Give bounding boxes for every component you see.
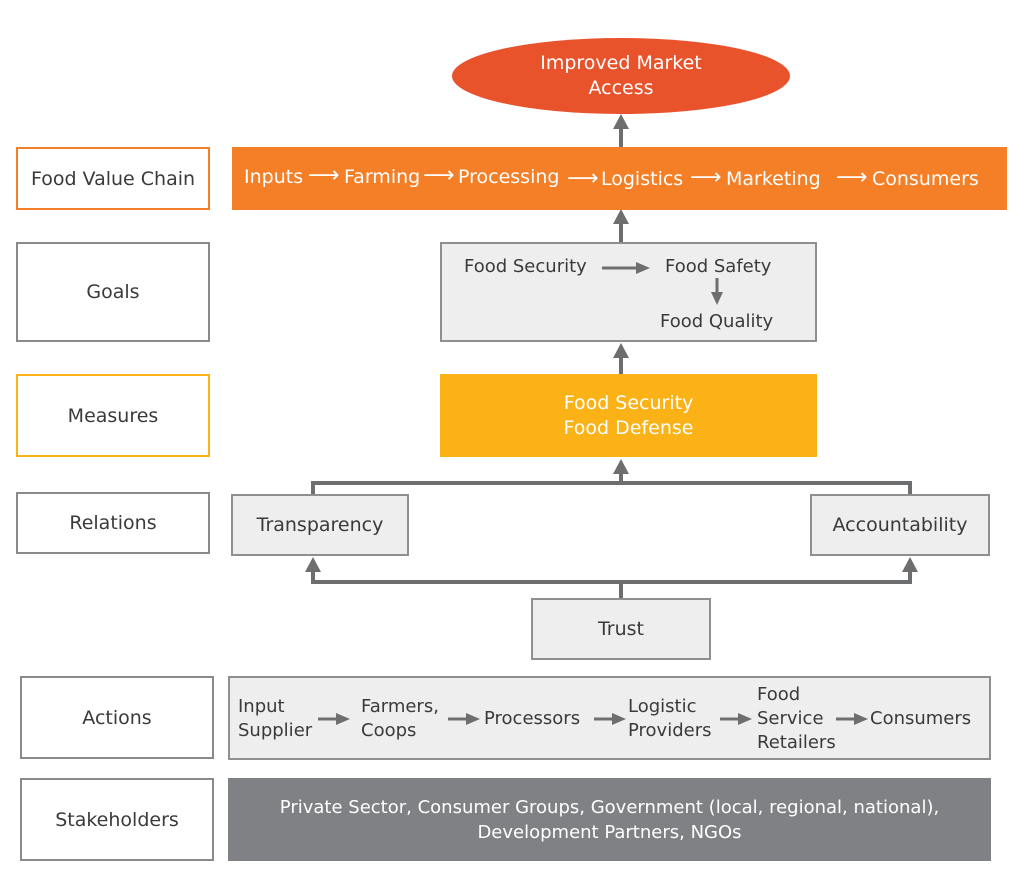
goals-box: Food Security Food Safety Food Quality [440, 242, 817, 342]
improved-market-access-label: Improved Market Access [540, 52, 702, 99]
arrow-right-icon [594, 713, 626, 725]
action-input-supplier: Input Supplier [238, 696, 313, 741]
chain-step-farming: Farming [344, 166, 421, 188]
measure-food-security: Food Security [563, 391, 694, 414]
chain-step-logistics: Logistics [601, 168, 684, 190]
chain-arrow-icon: ⟶ [567, 166, 599, 191]
transparency-box: Transparency [231, 494, 409, 556]
chain-step-processing: Processing [458, 166, 560, 188]
chain-arrow-icon: ⟶ [308, 163, 340, 188]
arrow-right-icon [318, 713, 350, 725]
arrow-right-icon [836, 713, 868, 725]
goal-food-safety: Food Safety [665, 256, 772, 277]
stakeholders-bar: Private Sector, Consumer Groups, Governm… [228, 778, 991, 861]
improved-market-access-node: Improved Market Access [452, 38, 790, 114]
chain-arrow-icon: ⟶ [690, 165, 722, 190]
relations-label: Relations [16, 492, 210, 554]
measures-box: Food Security Food Defense [440, 374, 817, 457]
chain-arrow-icon: ⟶ [423, 163, 455, 188]
accountability-label: Accountability [832, 514, 968, 536]
chain-step-inputs: Inputs [244, 166, 304, 188]
goals-label: Goals [16, 242, 210, 342]
goal-food-quality: Food Quality [660, 311, 774, 332]
measures-label: Measures [16, 374, 210, 457]
stakeholders-text: Private Sector, Consumer Groups, Governm… [279, 796, 940, 843]
food-value-chain-label: Food Value Chain [16, 147, 210, 210]
arrow-right-icon [448, 713, 480, 725]
actions-box: Input Supplier Farmers, Coops Processors… [228, 676, 991, 760]
goal-food-security: Food Security [464, 256, 587, 277]
stakeholders-label: Stakeholders [20, 778, 214, 861]
chain-step-consumers: Consumers [872, 168, 979, 190]
action-food-service-retailers: Food Service Retailers [757, 684, 836, 753]
food-value-chain-bar: Inputs ⟶ Farming ⟶ Processing ⟶ Logistic… [232, 147, 1007, 210]
accountability-box: Accountability [810, 494, 990, 556]
chain-step-marketing: Marketing [726, 168, 821, 190]
transparency-label: Transparency [256, 514, 384, 536]
trust-box: Trust [531, 598, 711, 660]
arrow-right-icon [602, 262, 650, 274]
trust-label: Trust [597, 618, 644, 640]
actions-label: Actions [20, 676, 214, 759]
arrow-right-icon [720, 713, 752, 725]
arrow-down-icon [711, 278, 723, 305]
chain-arrow-icon: ⟶ [836, 165, 868, 190]
action-processors: Processors [484, 708, 581, 729]
action-farmers-coops: Farmers, Coops [361, 696, 439, 741]
action-logistic-providers: Logistic Providers [628, 696, 712, 741]
measure-food-defense: Food Defense [563, 416, 694, 439]
action-consumers: Consumers [870, 708, 972, 729]
